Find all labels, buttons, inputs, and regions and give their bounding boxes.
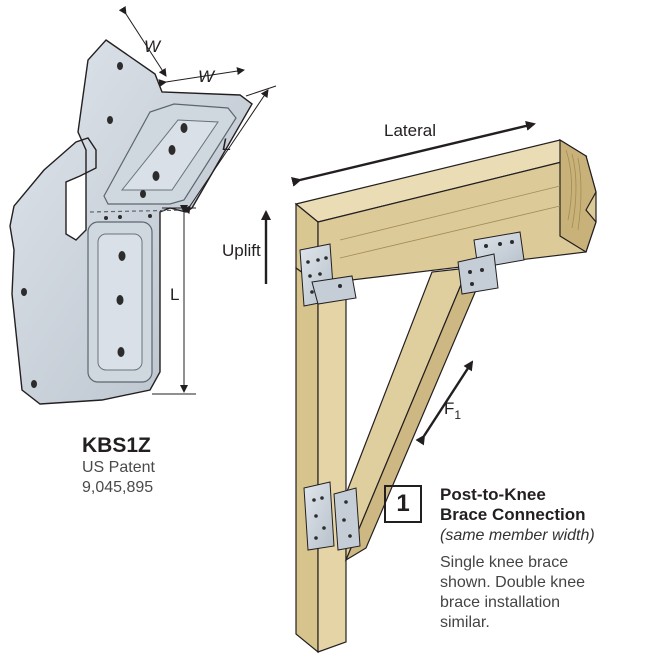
kbs1z-bracket (9, 5, 277, 405)
beam-grain-lines (339, 149, 582, 259)
label-force: F1 (444, 399, 461, 422)
bracket-dimension-lines (118, 5, 277, 395)
load-arrows (261, 120, 536, 446)
lateral-arrow (291, 120, 536, 187)
caption-description-line: shown. Double knee (440, 574, 585, 591)
beam-end-grain (559, 138, 597, 253)
force-arrow (415, 360, 474, 446)
label-w-side: W (198, 67, 216, 86)
post-side-face (317, 279, 347, 653)
patent-label: US Patent (82, 459, 155, 476)
patent-number: 9,045,895 (82, 479, 154, 496)
post-front-face (295, 266, 319, 654)
label-force-subscript: 1 (454, 408, 461, 422)
label-uplift: Uplift (222, 241, 261, 260)
caption-description-line: similar. (440, 614, 490, 631)
label-lateral: Lateral (384, 121, 436, 140)
label-l-side: L (170, 285, 179, 304)
caption-description-line: brace installation (440, 594, 561, 611)
bracket-post-beam (299, 243, 357, 307)
wood-assembly (294, 138, 597, 654)
bracket-brace-beam (457, 231, 525, 295)
label-force-main: F (444, 399, 454, 418)
caption-title-line1: Post-to-Knee (440, 485, 546, 504)
bracket-bend-line (89, 209, 191, 213)
caption-title-line2: Brace Connection (440, 505, 586, 524)
caption-description-line: Single knee brace (440, 554, 569, 571)
label-l-top: L (222, 135, 231, 154)
step-number-box: 1 (384, 485, 422, 523)
bracket-post-brace (303, 481, 361, 551)
caption-subtitle: (same member width) (440, 527, 595, 544)
label-w-top: W (144, 37, 162, 56)
product-name: KBS1Z (82, 434, 151, 457)
